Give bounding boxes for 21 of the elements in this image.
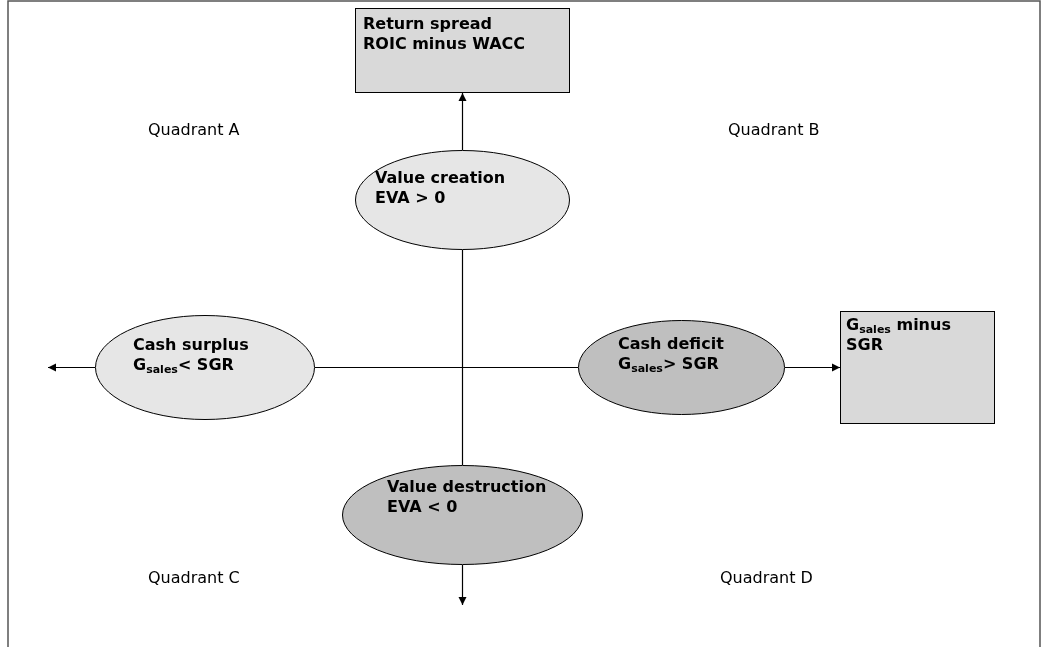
node-heading: Value destruction xyxy=(387,477,548,497)
axis-line xyxy=(461,249,464,466)
node-text: EVA > 0 xyxy=(375,188,447,208)
node-text: G$_{sales}$< SGR xyxy=(133,355,235,375)
node-text: EVA < 0 xyxy=(387,497,459,517)
node-heading: Value creation xyxy=(375,168,507,188)
quadrant-label: Quadrant D xyxy=(720,568,813,587)
node-heading: G$_{sales}$ minus SGR xyxy=(846,315,952,355)
node-text: G$_{sales}$> SGR xyxy=(618,354,720,374)
arrow xyxy=(458,564,467,606)
arrow xyxy=(458,92,467,151)
quadrant-label: Quadrant B xyxy=(728,120,820,139)
node-heading: Cash surplus xyxy=(133,335,250,355)
node-heading: Cash deficit xyxy=(618,334,725,354)
node-heading: Return spread xyxy=(363,14,494,34)
node-text: ROIC minus WACC xyxy=(363,34,526,54)
quadrant-label: Quadrant C xyxy=(148,568,240,587)
arrow xyxy=(47,363,96,372)
axis-line xyxy=(314,366,579,369)
arrow xyxy=(784,363,841,372)
quadrant-label: Quadrant A xyxy=(148,120,240,139)
